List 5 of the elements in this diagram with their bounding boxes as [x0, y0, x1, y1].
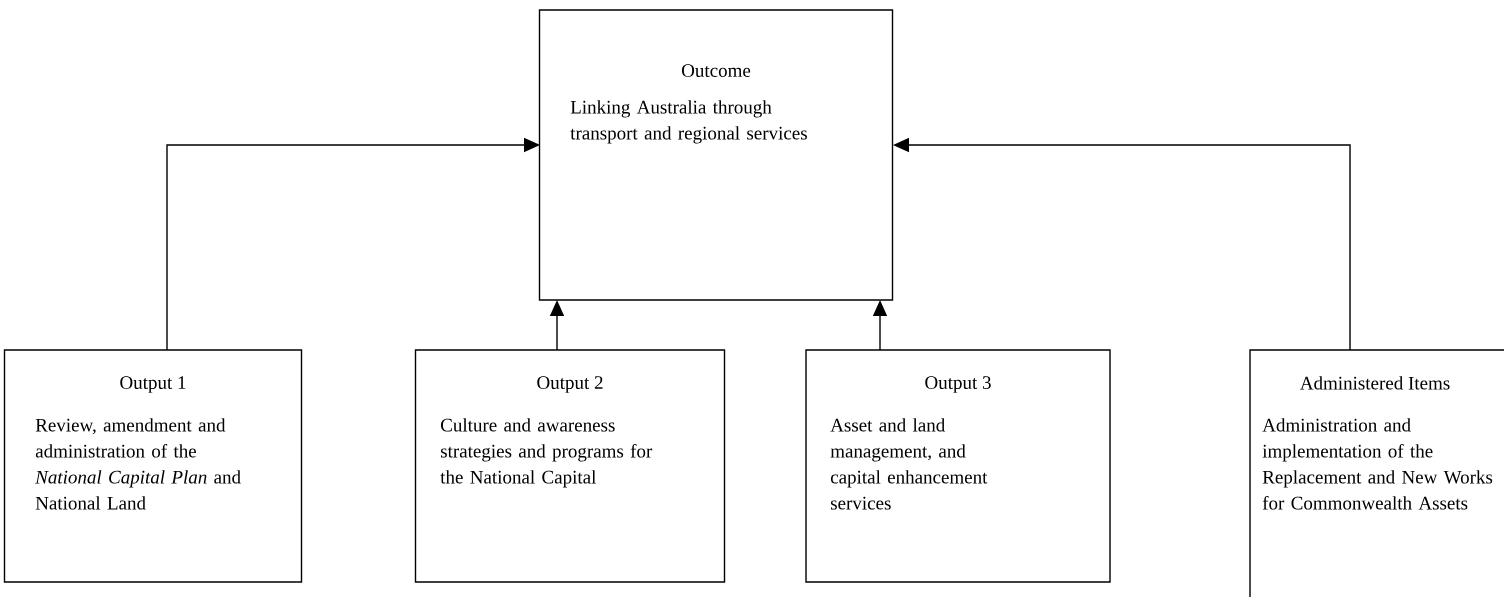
text-box: Output 3 Asset and land management, and capital enhancement services [805, 349, 1111, 583]
text-box: Output 1 Review, amendment and administration of the National Capital Plan and National Land [3, 349, 303, 583]
text-box: Outcome Linking Australia through transport and regional services [538, 9, 894, 301]
text-box: Output 2 Culture and awareness strategies and programs for the National Capital [414, 349, 726, 583]
text-box: Administered Items Administration and implementation of the Replacement and New Works for Commonwealth Assets [1249, 349, 1504, 597]
